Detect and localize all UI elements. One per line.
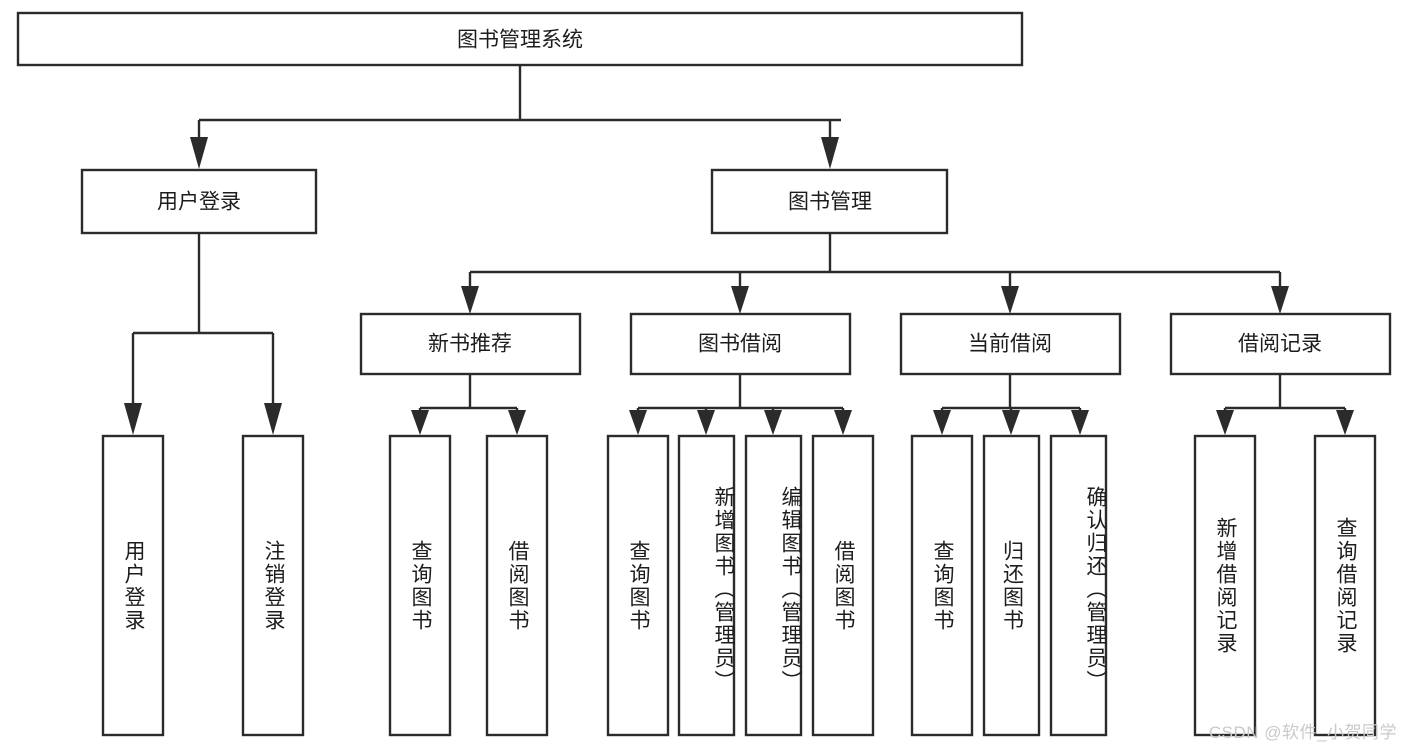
connector-group-user-login xyxy=(124,233,282,435)
node-current-borrow-label: 当前借阅 xyxy=(968,333,1052,356)
node-root-label: 图书管理系统 xyxy=(457,29,583,52)
arrow-head-user-login xyxy=(190,137,208,169)
node-user-login-box[interactable] xyxy=(80,168,318,235)
connector-group-current-borrow xyxy=(933,374,1089,435)
csdn-watermark: CSDN @软件_小贺同学 xyxy=(1208,723,1397,742)
leaf-box-borrow-book-2[interactable] xyxy=(811,434,875,737)
node-root-box[interactable] xyxy=(16,11,1024,67)
arrow-head-leaf-confirm-return xyxy=(1071,410,1089,435)
node-book-borrow-label: 图书借阅 xyxy=(698,333,782,356)
leaf-box-edit-book[interactable] xyxy=(744,434,803,737)
node-borrow-record-label: 借阅记录 xyxy=(1238,333,1322,356)
node-book-management-label: 图书管理 xyxy=(788,191,872,214)
node-new-book-recommend-label: 新书推荐 xyxy=(428,333,512,356)
leaf-box-query-borrow-record[interactable] xyxy=(1313,434,1377,737)
node-book-borrow-box[interactable] xyxy=(629,312,852,376)
arrow-head-leaf-borrow-book-2 xyxy=(834,410,852,435)
arrow-head-new-book-recommend xyxy=(461,286,479,314)
arrow-head-leaf-user-login xyxy=(124,403,142,435)
node-new-book-recommend-box[interactable] xyxy=(359,312,582,376)
node-user-login[interactable]: 用户登录 xyxy=(80,168,318,235)
node-book-borrow[interactable]: 图书借阅 xyxy=(629,312,852,376)
node-current-borrow-box[interactable] xyxy=(899,312,1122,376)
leaf-box-add-borrow-record[interactable] xyxy=(1193,434,1257,737)
arrow-head-leaf-return-book xyxy=(1002,410,1020,435)
connector-group-book-management xyxy=(461,233,1289,314)
node-current-borrow[interactable]: 当前借阅 xyxy=(899,312,1122,376)
arrow-head-book-management xyxy=(821,137,839,169)
arrow-head-book-borrow xyxy=(731,286,749,314)
node-book-management[interactable]: 图书管理 xyxy=(710,168,949,235)
connector-group-new-book-recommend xyxy=(411,374,526,435)
arrow-head-leaf-borrow-book-1 xyxy=(508,410,526,435)
arrow-head-leaf-add-borrow-record xyxy=(1216,410,1234,435)
arrow-head-current-borrow xyxy=(1001,286,1019,314)
node-new-book-recommend[interactable]: 新书推荐 xyxy=(359,312,582,376)
node-root[interactable]: 图书管理系统 xyxy=(16,11,1024,67)
node-borrow-record[interactable]: 借阅记录 xyxy=(1169,312,1392,376)
leaf-box-query-book-3[interactable] xyxy=(910,434,974,737)
leaf-box-query-book-2[interactable] xyxy=(606,434,670,737)
arrow-head-leaf-query-borrow-record xyxy=(1336,410,1354,435)
leaf-box-user-login[interactable] xyxy=(101,434,165,737)
arrow-head-leaf-query-book-2 xyxy=(629,410,647,435)
leaf-box-add-book[interactable] xyxy=(677,434,736,737)
node-book-management-box[interactable] xyxy=(710,168,949,235)
arrow-head-leaf-logout-login xyxy=(264,403,282,435)
leaf-box-confirm-return[interactable] xyxy=(1049,434,1108,737)
leaf-boxes xyxy=(101,434,1377,737)
arrow-head-leaf-add-book xyxy=(697,410,715,435)
leaf-box-logout-login[interactable] xyxy=(241,434,305,737)
connector-group-borrow-record xyxy=(1216,374,1354,435)
leaf-box-query-book-1[interactable] xyxy=(388,434,452,737)
arrow-head-leaf-edit-book xyxy=(764,410,782,435)
node-user-login-label: 用户登录 xyxy=(157,191,241,214)
connector-group-root xyxy=(190,65,841,169)
leaf-box-return-book[interactable] xyxy=(982,434,1041,737)
connector-group-book-borrow xyxy=(629,374,852,435)
arrow-head-borrow-record xyxy=(1271,286,1289,314)
arrow-head-leaf-query-book-3 xyxy=(933,410,951,435)
arrow-head-leaf-query-book-1 xyxy=(411,410,429,435)
leaf-box-borrow-book-1[interactable] xyxy=(485,434,549,737)
node-borrow-record-box[interactable] xyxy=(1169,312,1392,376)
